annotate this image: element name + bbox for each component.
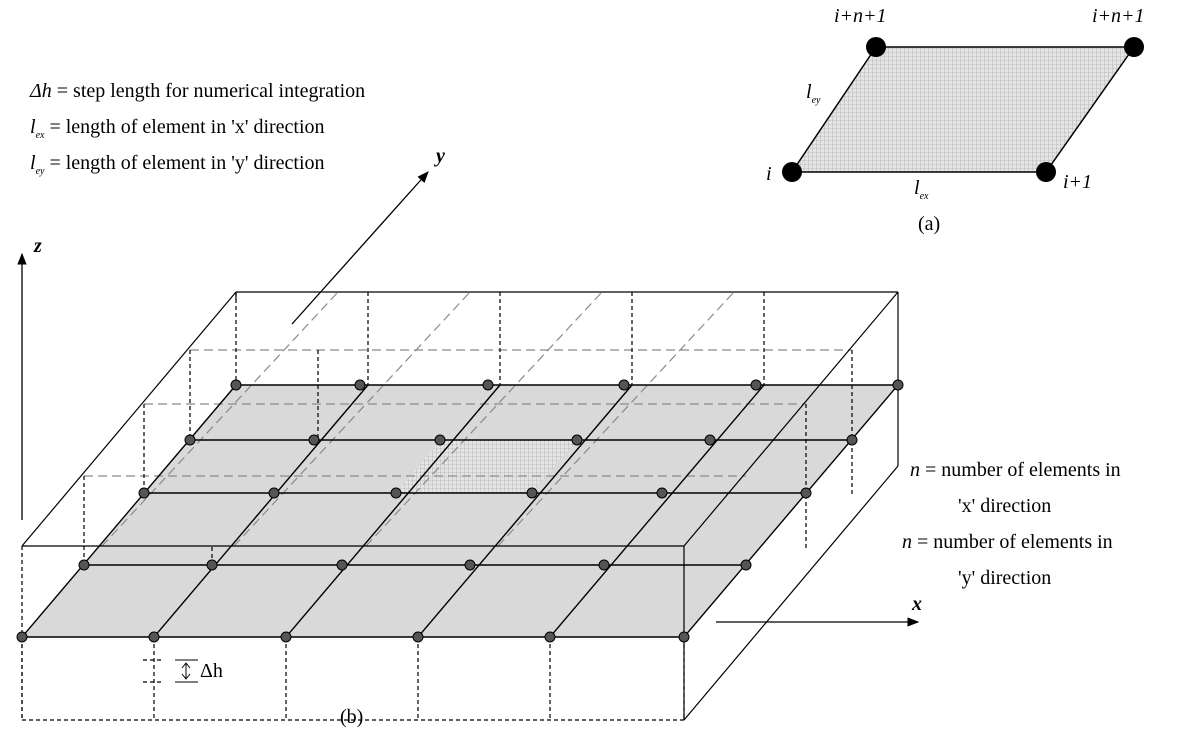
legend-element-length-y: ley = length of element in 'y' direction [30,152,325,177]
notes: n = number of elements in 'x' direction … [902,459,1121,589]
mesh-nodes [16,379,904,643]
note-n-y-line1: n = number of elements in [902,531,1113,553]
node-bottom-right [1036,162,1056,182]
hidden-lines [84,291,852,547]
mid-plane [22,385,898,637]
legend-element-length-x: lex = length of element in 'x' direction [30,116,325,141]
node-bottom-left [782,162,802,182]
node-label-bottom-right: i+1 [1063,171,1092,193]
mesh-grid [21,384,899,638]
step-length-label: Δh [200,660,223,682]
node-top-right [1124,37,1144,57]
z-axis-label: z [33,235,42,257]
note-n-x-line2: 'x' direction [958,495,1051,517]
caption-a: (a) [918,213,940,235]
legend-step-length: Δh = step length for numerical integrati… [29,80,365,102]
node-top-left [866,37,886,57]
element-detail: i+n+1 i+n+1 i i+1 ley lex (a) [766,5,1145,235]
x-axis-label: x [911,593,922,615]
element-face [790,46,1136,173]
node-label-bottom-left: i [766,163,772,185]
y-axis-arrow [291,171,429,325]
note-n-x-line1: n = number of elements in [910,459,1121,481]
node-label-top-left: i+n+1 [834,5,887,27]
side-length-y-label: ley [806,81,821,106]
y-axis-label: y [434,145,445,167]
dashed-verticals [21,292,853,721]
box-edges [21,291,899,721]
axes: z y x [17,145,922,627]
side-length-x-label: lex [914,177,929,202]
step-length-marker: Δh [143,659,223,683]
node-label-top-right: i+n+1 [1092,5,1145,27]
legend: Δh = step length for numerical integrati… [29,80,365,177]
caption-b: (b) [340,706,363,728]
note-n-y-line2: 'y' direction [958,567,1051,589]
mesh-3d: z y x Δh (b) [16,145,922,728]
